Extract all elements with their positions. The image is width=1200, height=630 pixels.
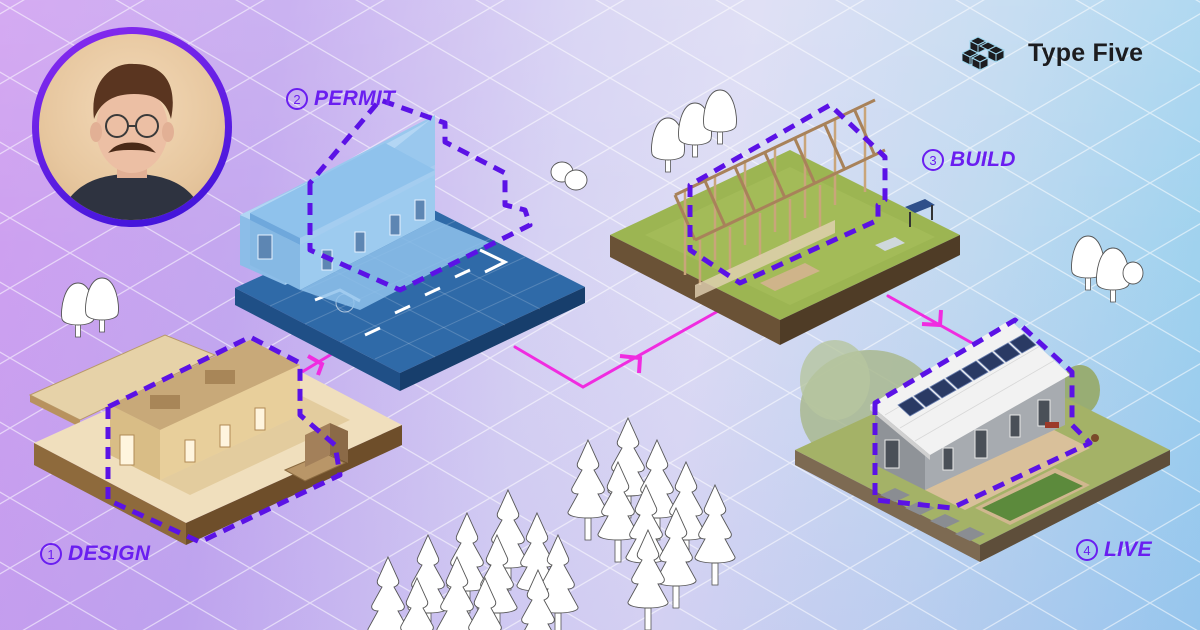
step-number-badge: 1: [40, 543, 62, 565]
brand-name: Type Five: [1028, 38, 1144, 67]
step-title: PERMIT: [314, 87, 396, 110]
build-scene: [610, 98, 960, 345]
brand-logo[interactable]: Type Five: [962, 35, 1143, 71]
portrait-illustration: [59, 63, 205, 220]
avatar: [32, 27, 232, 227]
step-title: BUILD: [950, 148, 1016, 171]
step-number-badge: 3: [922, 149, 944, 171]
avatar-photo: [39, 34, 225, 220]
step-design-label: 1 DESIGN: [40, 542, 150, 566]
permit-scene: [235, 97, 585, 391]
design-scene: [28, 334, 402, 545]
stacked-cubes-icon: [962, 36, 1006, 71]
step-title: LIVE: [1104, 538, 1152, 561]
step-live-label: 4 LIVE: [1076, 538, 1152, 562]
step-number-badge: 2: [286, 88, 308, 110]
step-build-label: 3 BUILD: [922, 148, 1016, 172]
arrowheads: [307, 309, 943, 376]
step-number-badge: 4: [1076, 539, 1098, 561]
step-permit-label: 2 PERMIT: [286, 87, 395, 111]
live-scene: [795, 317, 1170, 562]
step-title: DESIGN: [68, 542, 151, 565]
